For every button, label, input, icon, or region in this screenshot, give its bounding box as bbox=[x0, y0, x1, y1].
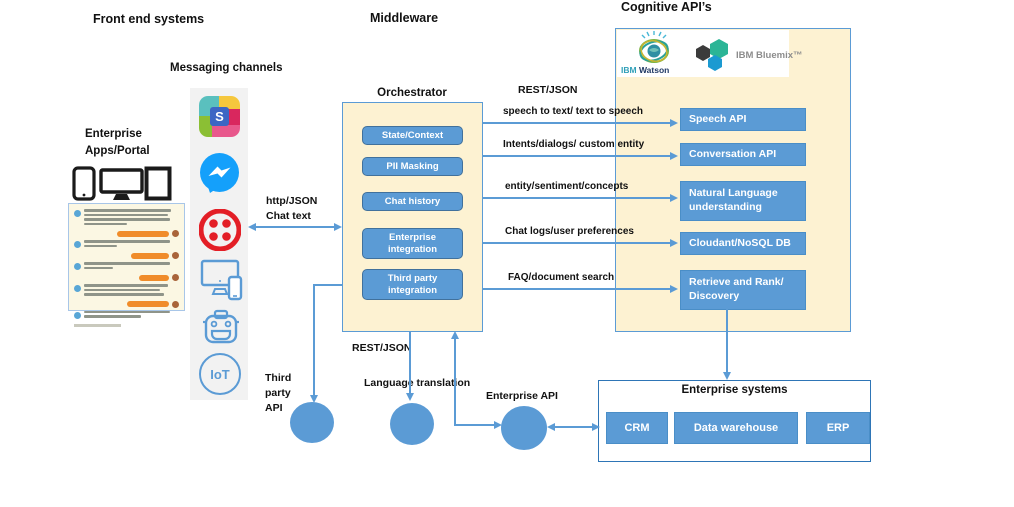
messaging-channels-label: Messaging channels bbox=[170, 62, 283, 74]
display-frame-icon bbox=[144, 166, 172, 201]
http-json-label-line2: Chat text bbox=[266, 210, 311, 222]
arrow-right-head bbox=[670, 285, 678, 293]
rest-json-top-label: REST/JSON bbox=[518, 84, 578, 96]
rest-json-bottom-label: REST/JSON bbox=[352, 342, 412, 354]
api-retrieve-rank: Retrieve and Rank/ Discovery bbox=[680, 270, 806, 310]
component-chat-history: Chat history bbox=[362, 192, 463, 211]
monitor-icon bbox=[99, 168, 144, 202]
enterprise-api-line bbox=[454, 424, 496, 426]
enterprise-systems-title: Enterprise systems bbox=[681, 384, 788, 396]
api-conversation: Conversation API bbox=[680, 143, 806, 166]
iot-icon: IoT bbox=[199, 353, 241, 395]
third-party-line bbox=[313, 284, 342, 286]
language-translation-circle bbox=[390, 403, 434, 445]
flow-label-speech: speech to text/ text to speech bbox=[503, 106, 644, 117]
front-end-title: Front end systems bbox=[93, 12, 205, 26]
arrow-right-head bbox=[670, 239, 678, 247]
language-translation-label: Language translation bbox=[364, 377, 471, 389]
chatbot-icon bbox=[201, 309, 241, 347]
chat-bot-message bbox=[74, 240, 179, 249]
arrow-right-head bbox=[334, 223, 342, 231]
chat-bot-message bbox=[74, 284, 179, 298]
flow-label-faq: FAQ/document search bbox=[508, 272, 615, 283]
watson-ibm-text: IBM bbox=[621, 65, 637, 75]
cognitive-to-enterprise-line bbox=[726, 309, 728, 373]
watson-name-text: Watson bbox=[638, 65, 670, 75]
arrow-down-head bbox=[310, 395, 318, 403]
chat-quick-reply bbox=[74, 252, 179, 259]
component-state-context: State/Context bbox=[362, 126, 463, 145]
http-json-label-line1: http/JSON bbox=[266, 195, 318, 207]
arrow-left-head bbox=[248, 223, 256, 231]
desktop-mobile-icon bbox=[200, 259, 244, 301]
system-crm: CRM bbox=[606, 412, 668, 444]
chat-quick-reply bbox=[74, 274, 179, 281]
arrow-up-head bbox=[451, 331, 459, 339]
http-json-arrow bbox=[254, 226, 340, 228]
slack-letter: S bbox=[210, 107, 229, 126]
chat-input-placeholder bbox=[74, 323, 122, 327]
tablet-icon bbox=[72, 166, 96, 201]
chat-quick-reply bbox=[74, 300, 179, 308]
enterprise-systems-link bbox=[551, 426, 595, 428]
chat-bot-message bbox=[74, 310, 179, 320]
bluemix-text: IBM Bluemix™ bbox=[736, 49, 803, 61]
orchestrator-title: Orchestrator bbox=[377, 87, 447, 99]
ibm-watson-logo: IBM Watson bbox=[621, 31, 685, 76]
enterprise-api-line bbox=[454, 338, 456, 426]
chat-bot-message bbox=[74, 262, 179, 271]
enterprise-apps-label: Enterprise Apps/Portal bbox=[85, 128, 150, 157]
cognitive-title: Cognitive API’s bbox=[621, 0, 712, 14]
arrow-right-head bbox=[494, 421, 502, 429]
arrow-down-head bbox=[406, 393, 414, 401]
third-party-api-circle bbox=[290, 402, 334, 443]
language-line bbox=[409, 331, 411, 394]
twilio-icon bbox=[199, 209, 241, 251]
component-pii-masking: PII Masking bbox=[362, 157, 463, 176]
component-third-party-integration: Third party integration bbox=[362, 269, 463, 300]
third-party-line bbox=[313, 284, 315, 396]
flow-label-intents: Intents/dialogs/ custom entity bbox=[503, 139, 645, 150]
chat-quick-reply bbox=[74, 230, 179, 237]
arrow-right-head bbox=[670, 152, 678, 160]
arrow-left-head bbox=[547, 423, 555, 431]
flow-line bbox=[482, 288, 672, 290]
middleware-title: Middleware bbox=[370, 11, 439, 25]
chat-screenshot bbox=[68, 203, 185, 327]
arrow-down-head bbox=[723, 372, 731, 380]
third-party-api-label: Third party API bbox=[265, 372, 292, 415]
flow-line bbox=[482, 122, 672, 124]
api-speech: Speech API bbox=[680, 108, 806, 131]
component-enterprise-integration: Enterprise integration bbox=[362, 228, 463, 259]
flow-label-entity: entity/sentiment/concepts bbox=[505, 181, 629, 192]
enterprise-api-label: Enterprise API bbox=[486, 390, 558, 402]
ibm-bluemix-logo: IBM Bluemix™ bbox=[694, 38, 803, 72]
iot-label: IoT bbox=[210, 366, 230, 382]
flow-line bbox=[482, 197, 672, 199]
facebook-messenger-icon bbox=[198, 152, 241, 195]
slack-icon: S bbox=[199, 96, 240, 137]
api-nlu: Natural Language understanding bbox=[680, 181, 806, 221]
chat-bot-message bbox=[74, 209, 179, 227]
system-erp: ERP bbox=[806, 412, 870, 444]
api-cloudant: Cloudant/NoSQL DB bbox=[680, 232, 806, 255]
arrow-right-head bbox=[670, 194, 678, 202]
arrow-right-head bbox=[670, 119, 678, 127]
enterprise-api-circle bbox=[501, 406, 547, 450]
flow-label-chatlogs: Chat logs/user preferences bbox=[505, 226, 634, 237]
arrow-right-head bbox=[592, 423, 600, 431]
flow-line bbox=[482, 242, 672, 244]
messaging-channels-strip bbox=[190, 88, 248, 400]
flow-line bbox=[482, 155, 672, 157]
system-data-warehouse: Data warehouse bbox=[674, 412, 798, 444]
